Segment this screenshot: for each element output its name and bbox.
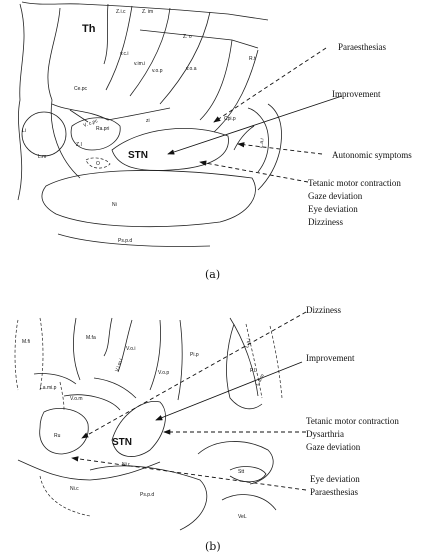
panel-b: M.fi M.fa V.o.i V.i.m.i V.o.p La.mi.p V.…	[15, 305, 399, 553]
annotation-eye-a: Eye deviation	[308, 204, 358, 214]
panel-b-annotations: Dizziness Improvement Tetanic motor cont…	[306, 305, 399, 497]
annotation-dizziness-b: Dizziness	[306, 305, 341, 315]
label-stt: Stt	[238, 469, 245, 475]
label-zim: Z. im	[142, 9, 153, 15]
caption-b: (b)	[205, 540, 221, 553]
label-vop-b: V.o.p	[158, 370, 169, 376]
arrow-autonomic-a	[238, 144, 322, 154]
label-voa: v.o.a	[186, 66, 197, 72]
label-vci: v.c.i	[120, 51, 129, 57]
annotation-gaze-a: Gaze deviation	[308, 191, 363, 201]
label-vimi-b: V.i.m.i	[114, 358, 124, 373]
label-ru: Ru	[54, 433, 61, 439]
annotation-gaze-b: Gaze deviation	[306, 442, 361, 452]
arrow-improvement-a	[168, 96, 342, 154]
label-rapri: Ra.pri	[96, 126, 109, 132]
label-vom: V.o.m	[70, 396, 83, 402]
panel-a-annotations: Paraesthesias Improvement Autonomic symp…	[308, 42, 412, 227]
panel-b-outlines	[15, 318, 282, 530]
label-pip: Pi.p	[190, 352, 199, 358]
annotation-tetanic-a: Tetanic motor contraction	[308, 178, 401, 188]
annotation-improvement-b: Improvement	[306, 353, 355, 363]
label-mfi: M.fi	[22, 339, 30, 345]
annotation-improvement-a: Improvement	[332, 89, 381, 99]
arrow-dizziness-b	[82, 312, 306, 438]
label-zi: zi	[146, 118, 150, 124]
label-cepc: Ce.pc	[74, 86, 88, 92]
label-zic: Z.i.c	[116, 9, 126, 15]
label-stn-a: STN	[128, 150, 148, 161]
label-th: Th	[82, 23, 96, 35]
arrow-improvement-b	[156, 362, 302, 420]
label-zi2: Z.I	[76, 142, 82, 148]
arrow-tetanic-a	[200, 162, 308, 182]
panel-a: Th Z.i.c Z. im Z. o v.c.i v.im.i v.o.p v…	[18, 2, 412, 281]
arrow-eye-b	[72, 458, 306, 490]
panel-a-outlines	[18, 2, 282, 247]
label-pl: P.L	[250, 368, 257, 374]
label-vop: v.o.p	[152, 68, 163, 74]
label-vel: VeL	[238, 514, 247, 520]
annotation-dysarthria-b: Dysarthria	[306, 429, 344, 439]
label-stn-b: STN	[112, 437, 132, 448]
label-pspd-b: Ps.p.d	[140, 492, 154, 498]
label-nic: Ni.c	[70, 486, 79, 492]
annotation-dizziness-a: Dizziness	[308, 217, 343, 227]
label-lm: L.m	[38, 154, 46, 160]
label-mfa: M.fa	[86, 335, 96, 341]
label-vimi: v.im.i	[134, 61, 145, 67]
caption-a: (a)	[205, 268, 220, 281]
label-li: Li	[22, 128, 26, 134]
label-lamip: La.mi.p	[40, 385, 57, 391]
label-cpip: Cpi.p	[224, 116, 236, 122]
label-voi: V.o.i	[126, 346, 136, 352]
label-o: O	[96, 161, 100, 167]
annotation-tetanic-b: Tetanic motor contraction	[306, 416, 399, 426]
annotation-autonomic-a: Autonomic symptoms	[332, 150, 412, 160]
annotation-paraesthesias-a: Paraesthesias	[338, 42, 386, 52]
panel-b-region-labels: M.fi M.fa V.o.i V.i.m.i V.o.p La.mi.p V.…	[22, 335, 266, 520]
panel-a-region-labels: Th Z.i.c Z. im Z. o v.c.i v.im.i v.o.p v…	[22, 9, 266, 244]
arrow-paraesthesias-a	[214, 48, 326, 122]
label-rt: R.t	[249, 56, 256, 62]
annotation-eye-b: Eye deviation	[310, 474, 360, 484]
annotation-paraesthesias-b: Paraesthesias	[310, 487, 358, 497]
label-zo: Z. o	[183, 34, 192, 40]
label-pspd: Ps.p.d	[118, 238, 132, 244]
label-ni: Ni	[112, 202, 117, 208]
